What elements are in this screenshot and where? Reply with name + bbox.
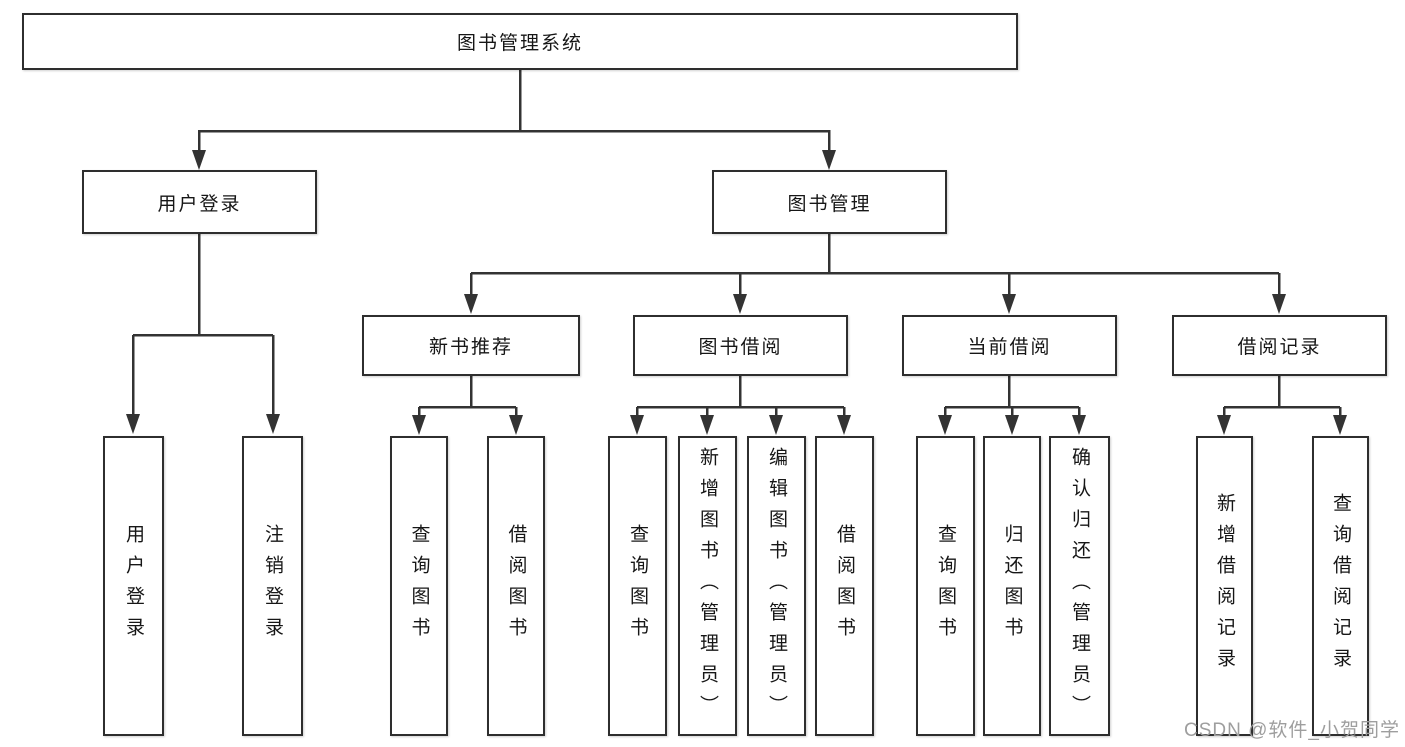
leaf-edit-book-admin: 编辑图书（管理员） [747,436,806,736]
leaf-user-login: 用户登录 [103,436,164,736]
node-borrow-records: 借阅记录 [1172,315,1387,376]
arrowhead-down-icon [126,414,140,434]
leaf-add-book-admin: 新增图书（管理员） [678,436,737,736]
leaf-return-book: 归还图书 [983,436,1041,736]
arrowhead-down-icon [1217,415,1231,435]
node-user-login-group: 用户登录 [82,170,317,234]
node-book-borrow: 图书借阅 [633,315,848,376]
node-current-borrow: 当前借阅 [902,315,1117,376]
leaf-borrow-books-recommend: 借阅图书 [487,436,545,736]
leaf-logout: 注销登录 [242,436,303,736]
arrowhead-down-icon [837,415,851,435]
arrowhead-down-icon [192,150,206,170]
leaf-query-borrow-record: 查询借阅记录 [1312,436,1369,736]
arrowhead-down-icon [509,415,523,435]
arrowhead-down-icon [938,415,952,435]
leaf-borrow-books: 借阅图书 [815,436,874,736]
arrowhead-down-icon [700,415,714,435]
arrowhead-down-icon [1333,415,1347,435]
arrowhead-down-icon [1005,415,1019,435]
arrowhead-down-icon [822,150,836,170]
arrowhead-down-icon [266,414,280,434]
node-new-book-recommend: 新书推荐 [362,315,580,376]
arrowhead-down-icon [1002,294,1016,314]
arrowhead-down-icon [630,415,644,435]
leaf-add-borrow-record: 新增借阅记录 [1196,436,1253,736]
node-book-management: 图书管理 [712,170,947,234]
arrowhead-down-icon [412,415,426,435]
csdn-watermark: CSDN @软件_小贺同学 [1184,720,1400,741]
node-library-management-system: 图书管理系统 [22,13,1018,70]
leaf-confirm-return-admin: 确认归还（管理员） [1049,436,1110,736]
arrowhead-down-icon [1072,415,1086,435]
arrowhead-down-icon [1272,294,1286,314]
leaf-query-books-borrow: 查询图书 [608,436,667,736]
leaf-query-books-current: 查询图书 [916,436,975,736]
leaf-query-books-recommend: 查询图书 [390,436,448,736]
arrowhead-down-icon [733,294,747,314]
arrowhead-down-icon [464,294,478,314]
arrowhead-down-icon [769,415,783,435]
